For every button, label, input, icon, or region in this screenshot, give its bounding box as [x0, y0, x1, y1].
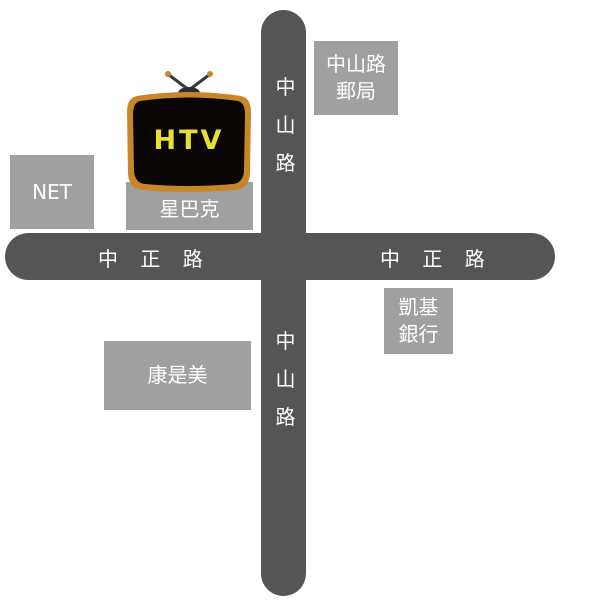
road-char: 路 [464, 247, 485, 271]
road-char: 山 [275, 367, 296, 391]
road-char: 正 [422, 247, 443, 271]
poi-label: 中山路 [326, 52, 386, 76]
poi-label: 凱基 [398, 295, 439, 319]
road-char: 路 [275, 151, 296, 175]
poi-kgi-bank[interactable]: 凱基 銀行 [384, 288, 453, 354]
poi-net[interactable]: NET [10, 155, 94, 229]
poi-post-office[interactable]: 中山路 郵局 [314, 41, 398, 115]
zhongzheng-road-label-west: 中 正 路 [90, 243, 211, 272]
road-char: 中 [275, 75, 296, 99]
zhongzheng-road-label-east: 中 正 路 [372, 243, 493, 272]
road-char: 正 [140, 247, 161, 271]
tv-icon: HTV [127, 71, 251, 192]
road-char: 路 [275, 405, 296, 429]
zhongshan-road [261, 10, 306, 596]
road-char: 山 [275, 113, 296, 137]
road-char: 中 [98, 247, 118, 271]
road-char: 中 [380, 247, 400, 271]
poi-label: 星巴克 [159, 197, 220, 221]
zhongzheng-road [5, 233, 555, 280]
poi-label: 康是美 [147, 363, 208, 387]
poi-cosmed[interactable]: 康是美 [104, 341, 251, 410]
road-char: 中 [275, 329, 296, 353]
htv-tv-logo[interactable]: HTV [127, 68, 251, 192]
poi-label: 銀行 [398, 322, 439, 346]
poi-label: NET [32, 179, 72, 204]
tv-text: HTV [154, 125, 225, 156]
road-char: 路 [182, 247, 203, 271]
zhongshan-road-label-north: 中 山 路 [263, 68, 308, 182]
zhongshan-road-label-south: 中 山 路 [263, 322, 308, 436]
poi-label: 郵局 [336, 79, 376, 103]
